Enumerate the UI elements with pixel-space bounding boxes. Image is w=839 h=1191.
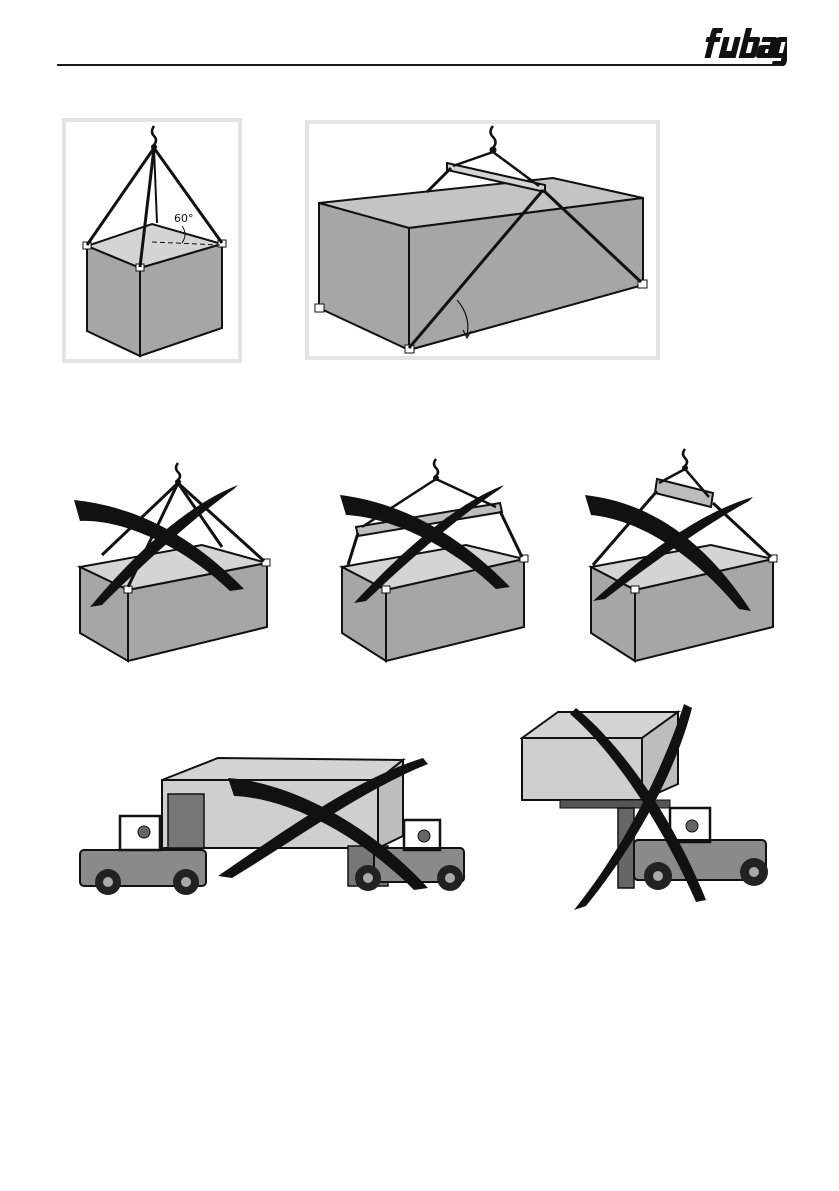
figure-prohibited-spreader-lift (338, 455, 533, 667)
figure-prohibited-raised-forklift-load (520, 700, 775, 915)
figure-prohibited-two-forklift-lift (78, 748, 468, 898)
figure-prohibited-narrow-spreader-lift (585, 445, 780, 667)
header-rule (57, 64, 782, 66)
fubag-logo (697, 20, 787, 70)
angle-label-60: 60° (174, 212, 194, 225)
figure-long-box-spreader-lift (305, 120, 660, 360)
figure-prohibited-sling-lift-1 (72, 455, 272, 667)
figure-cube-four-sling-lift: 60° (62, 118, 242, 363)
